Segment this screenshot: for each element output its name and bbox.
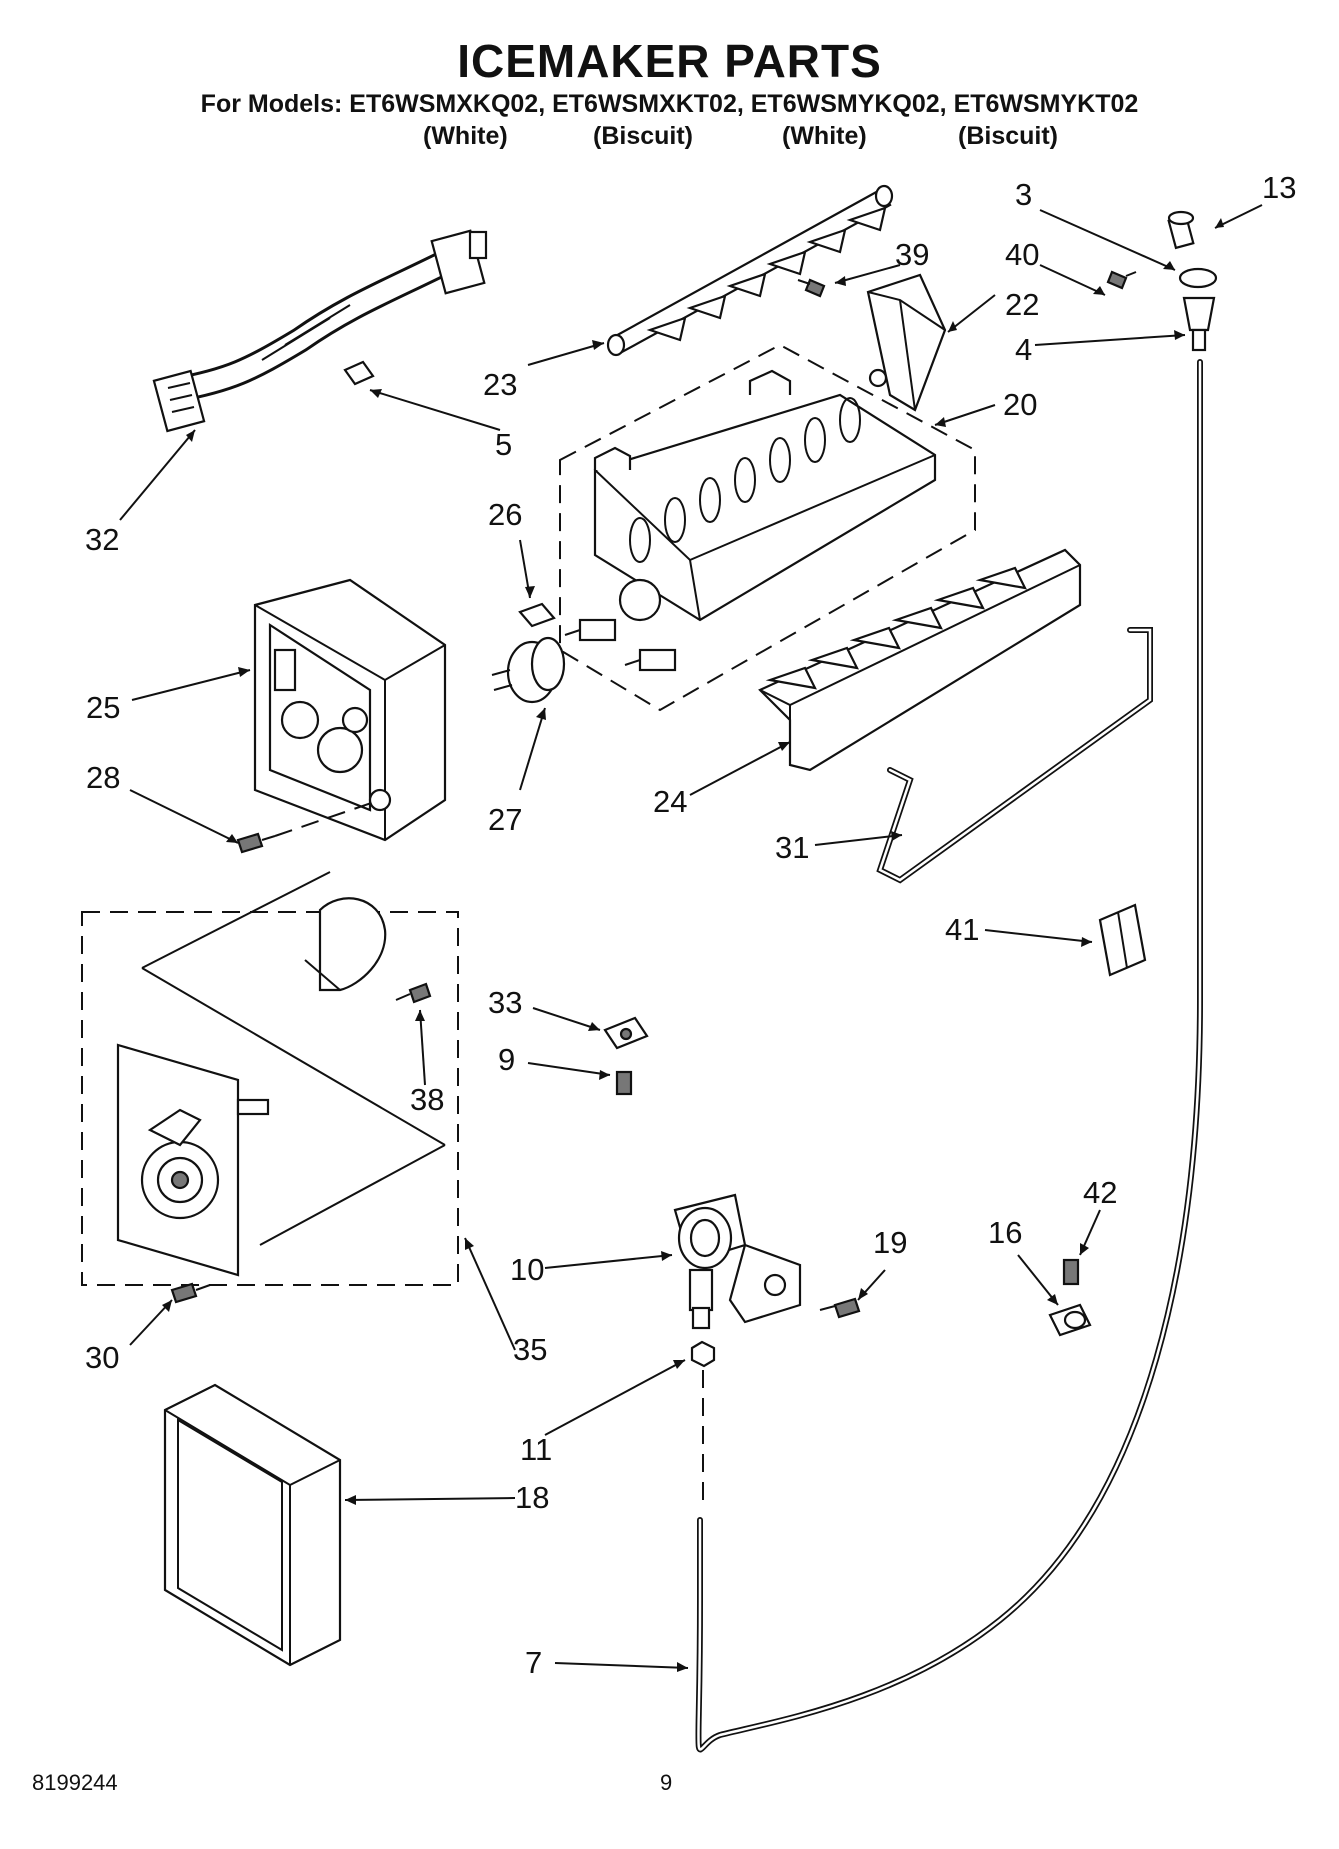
fill-cup-rail-part bbox=[606, 184, 894, 357]
nut-11-part bbox=[690, 1340, 716, 1510]
document-number: 8199244 bbox=[32, 1770, 118, 1795]
callout-28: 28 bbox=[86, 760, 120, 795]
callout-38: 38 bbox=[410, 1082, 444, 1117]
screw-19-part bbox=[819, 1297, 861, 1319]
callout-10: 10 bbox=[510, 1252, 544, 1287]
clip-41-part bbox=[1098, 903, 1147, 977]
callout-numbers: 3 13 40 39 22 4 23 20 5 32 26 25 28 27 2… bbox=[85, 170, 1296, 1680]
water-tube-part bbox=[695, 359, 1203, 1753]
clamp-16-part bbox=[1048, 1303, 1092, 1337]
screw-39-part bbox=[797, 278, 826, 298]
variant-label-2: (Biscuit) bbox=[593, 122, 693, 150]
ice-mold-part bbox=[559, 343, 976, 712]
callout-30: 30 bbox=[85, 1340, 119, 1375]
callout-20: 20 bbox=[1003, 387, 1037, 422]
callout-16: 16 bbox=[988, 1215, 1022, 1250]
callout-41: 41 bbox=[945, 912, 979, 947]
shutoff-arm-part bbox=[876, 627, 1153, 884]
bracket-33-part bbox=[603, 1016, 649, 1050]
callout-11: 11 bbox=[520, 1432, 552, 1467]
fill-tube-fittings-part bbox=[1167, 210, 1218, 352]
callout-13: 13 bbox=[1262, 170, 1296, 205]
callout-18: 18 bbox=[515, 1480, 549, 1515]
screw-30-part bbox=[170, 1282, 211, 1304]
ice-stripper-part bbox=[758, 548, 1082, 772]
callout-35: 35 bbox=[513, 1332, 547, 1367]
callout-33: 33 bbox=[488, 985, 522, 1020]
water-valve-part bbox=[673, 1193, 802, 1330]
callout-27: 27 bbox=[488, 802, 522, 837]
callout-32: 32 bbox=[85, 522, 119, 557]
thermostat-27-part bbox=[491, 636, 566, 704]
page-number: 9 bbox=[660, 1770, 673, 1795]
leader-lines bbox=[119, 204, 1263, 1672]
callout-26: 26 bbox=[488, 497, 522, 532]
models-line: For Models: ET6WSMXKQ02, ET6WSMXKT02, ET… bbox=[200, 90, 1139, 118]
callout-31: 31 bbox=[775, 830, 809, 865]
control-housing-part bbox=[253, 578, 447, 842]
callout-25: 25 bbox=[86, 690, 120, 725]
callout-22: 22 bbox=[1005, 287, 1039, 322]
callout-40: 40 bbox=[1005, 237, 1039, 272]
screw-28-part bbox=[236, 799, 381, 854]
callout-5: 5 bbox=[495, 427, 512, 462]
control-kit-part bbox=[81, 871, 459, 1286]
variant-label-4: (Biscuit) bbox=[958, 122, 1058, 150]
screw-9-part bbox=[615, 1070, 633, 1096]
clip-26-part bbox=[518, 602, 556, 628]
callout-4: 4 bbox=[1015, 332, 1032, 367]
screw-40-part bbox=[1106, 270, 1137, 290]
screw-38-part bbox=[395, 982, 432, 1004]
bin-cover-part bbox=[866, 273, 947, 412]
filler-block-part bbox=[163, 1383, 342, 1667]
callout-24: 24 bbox=[653, 784, 687, 819]
callout-19: 19 bbox=[873, 1225, 907, 1260]
callout-23: 23 bbox=[483, 367, 517, 402]
screw-42-part bbox=[1062, 1258, 1080, 1286]
wire-harness-part bbox=[152, 229, 488, 433]
page-title: ICEMAKER PARTS bbox=[457, 35, 882, 87]
callout-3: 3 bbox=[1015, 177, 1032, 212]
callout-7: 7 bbox=[525, 1645, 542, 1680]
variant-label-1: (White) bbox=[423, 122, 508, 150]
callout-39: 39 bbox=[895, 237, 929, 272]
variant-label-3: (White) bbox=[782, 122, 867, 150]
callout-42: 42 bbox=[1083, 1175, 1117, 1210]
callout-9: 9 bbox=[498, 1042, 515, 1077]
